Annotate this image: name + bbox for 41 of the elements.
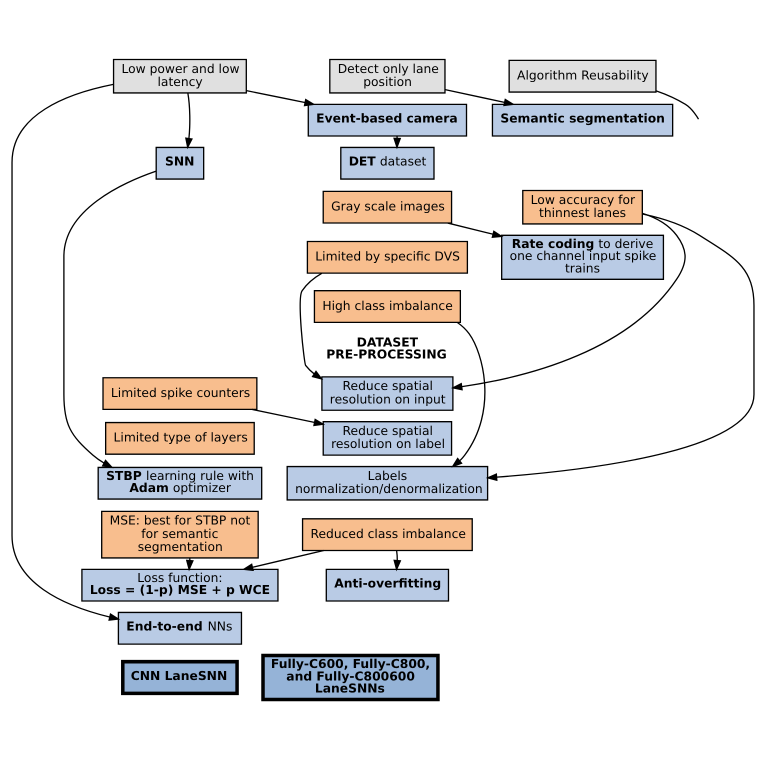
node-box: Event-based camera [308, 103, 468, 136]
node-box: Reduce spatial resolution on input [321, 376, 454, 410]
label: DATASET PRE-PROCESSING [326, 334, 447, 362]
node-box: End-to-end NNs [118, 611, 242, 644]
arrow [445, 88, 516, 106]
node-box: Low accuracy for thinnest lanes [522, 189, 643, 224]
node-box: Gray scale images [322, 190, 452, 224]
arrow [252, 408, 326, 426]
node-box: STBP learning rule with Adam optimizer [98, 466, 262, 500]
node-box: Algorithm Reusability [508, 59, 657, 92]
arrow [186, 558, 194, 571]
arrow [486, 212, 755, 481]
node-box: Reduced class imbalance [302, 518, 473, 551]
arrow [246, 89, 316, 106]
node-box: Anti-overfitting [326, 568, 450, 602]
arrow [393, 550, 402, 571]
node-box: Limited by specific DVS [306, 240, 468, 274]
node-box: Limited type of layers [105, 421, 255, 454]
node-box: DET dataset [340, 146, 435, 180]
arrow [451, 321, 486, 468]
node-box: Low power and low latency [112, 58, 247, 94]
node-box: Reduce spatial resolution on label [322, 420, 452, 456]
node-box: SNN [156, 146, 204, 180]
node-box: Loss function: Loss = (1-p) MSE + p WCE [81, 568, 279, 602]
node-box: Rate coding to derive one channel input spike trains [501, 234, 664, 280]
node-box: MSE: best for STBP not for semantic segmentation [101, 510, 259, 558]
arrow [11, 83, 120, 620]
arrow [448, 222, 504, 238]
node-box: Detect only lane position [329, 58, 446, 94]
node-box: High class imbalance [314, 290, 462, 323]
node-box: Fully-C600, Fully-C800, and Fully-C800600 LaneSNNs [261, 653, 440, 701]
node-box: Limited spike counters [102, 376, 258, 410]
arrow [242, 549, 324, 571]
node-box: CNN LaneSNN [121, 659, 239, 695]
arrow [63, 170, 156, 468]
arrow [450, 212, 686, 390]
arrow [185, 92, 193, 149]
node-box: Semantic segmentation [492, 103, 674, 136]
arrow [300, 272, 324, 380]
node-box: Labels normalization/denormalization [286, 465, 488, 500]
connector [656, 90, 700, 120]
